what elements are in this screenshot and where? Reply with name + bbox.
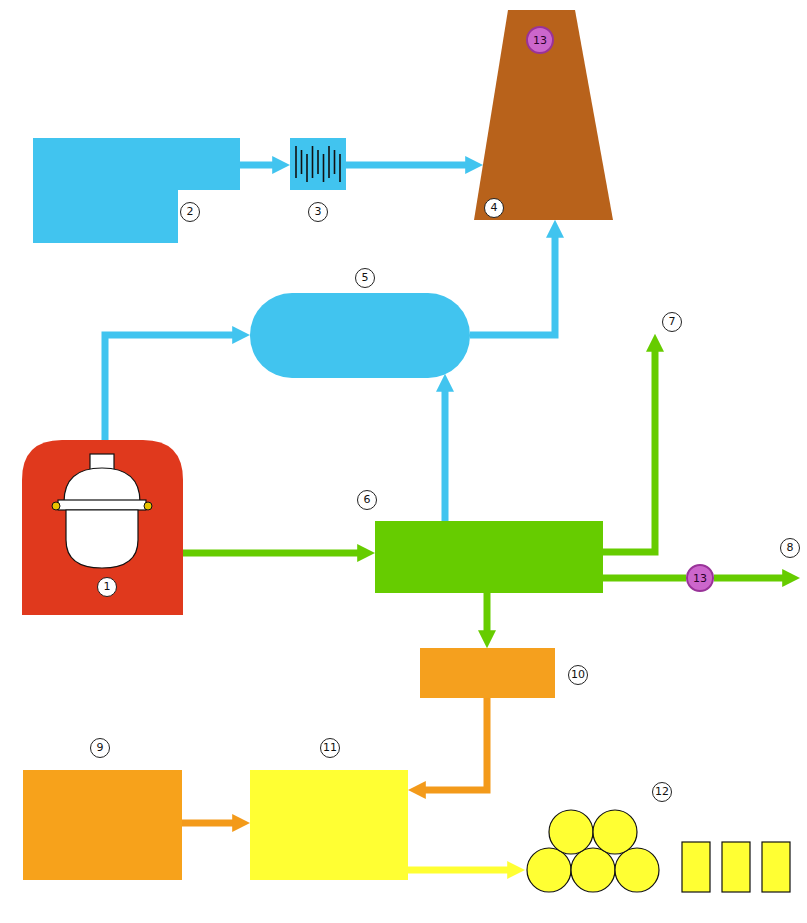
container: [722, 842, 750, 892]
callout-number: 4: [484, 198, 504, 218]
flow-arrow: [105, 335, 234, 440]
flow-arrow: [484, 593, 491, 632]
callout-number: 6: [357, 490, 377, 510]
chimney-shape: [474, 10, 613, 220]
container: [762, 842, 790, 892]
filter-element: [306, 154, 308, 182]
filter-element: [312, 146, 314, 178]
callout-number: 2: [180, 202, 200, 222]
filter-element: [301, 150, 303, 174]
concentrate-box: 10: [420, 648, 555, 698]
drum: [527, 848, 571, 892]
filter-box-outline: [290, 138, 346, 190]
callout-number: 13: [693, 572, 707, 585]
filter-element: [317, 150, 319, 174]
reactor-building: 1: [22, 440, 183, 615]
filter-element: [323, 154, 325, 182]
flow-arrow: [240, 162, 274, 169]
flow-arrow: [346, 162, 467, 169]
filter-shape: [290, 138, 346, 190]
flow-arrow: [603, 575, 686, 582]
container: [682, 842, 710, 892]
flow-arrow: [442, 390, 449, 521]
filter-element: [295, 146, 297, 178]
storage-tank: 2: [33, 138, 240, 243]
monitor-circle: 13: [526, 26, 554, 54]
callout-number: 12: [652, 782, 672, 802]
vessel-dome: [64, 468, 140, 502]
building-shape: [22, 440, 183, 615]
flow-arrow: [183, 550, 359, 557]
gas-tank: 5: [250, 293, 470, 378]
binder-box: 9: [23, 770, 182, 880]
callout-number: 3: [308, 202, 328, 222]
flow-arrow: [182, 820, 234, 827]
drum: [571, 848, 615, 892]
callout-number: 1: [97, 577, 117, 597]
callout-number: 10: [568, 665, 588, 685]
flow-arrow: [470, 236, 555, 335]
flow-arrow: [408, 867, 509, 874]
tank-shape: [33, 138, 240, 243]
discharge-arrow: [603, 350, 655, 552]
storage-tank-outline: [33, 138, 240, 243]
treatment-box: 6: [375, 521, 603, 593]
waste-drums: 12: [525, 812, 800, 897]
nozzle: [144, 502, 152, 510]
drum: [615, 848, 659, 892]
drum: [549, 810, 593, 854]
filter-element: [339, 154, 341, 182]
waste-drums-outline: [525, 812, 800, 897]
discharge-arrow: [714, 575, 784, 582]
connectors: [105, 165, 686, 870]
filter-element: [334, 150, 336, 174]
nozzle: [52, 502, 60, 510]
callout-number: 5: [355, 268, 375, 288]
vessel-flange: [58, 500, 146, 510]
callout-number: 7: [662, 312, 682, 332]
monitor-circle: 13: [686, 564, 714, 592]
callout-number: 11: [320, 738, 340, 758]
vessel-body: [66, 510, 138, 568]
callout-number: 13: [533, 34, 547, 47]
filter-box: 3: [290, 138, 346, 190]
drum: [593, 810, 637, 854]
filter-element: [328, 146, 330, 178]
stack-chimney: 13 4: [474, 10, 613, 220]
callout-number: 8: [780, 538, 800, 558]
conditioning-box: 11: [250, 770, 408, 880]
flow-arrow: [424, 698, 487, 790]
callout-number: 9: [90, 738, 110, 758]
